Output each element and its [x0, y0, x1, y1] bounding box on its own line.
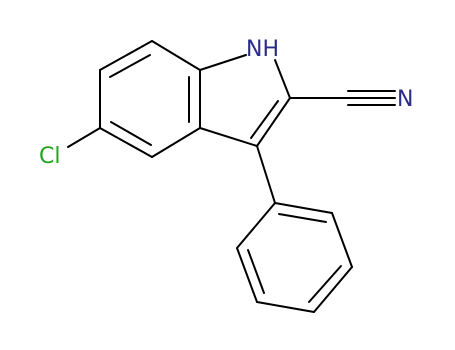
bond-c4-c3a [151, 127, 201, 158]
bond-ph5-ph6 [236, 247, 258, 303]
bond-c7a-c7 [151, 40, 201, 71]
bond-c5-c4-inner [110, 121, 152, 146]
atom-label-nh: NH [246, 37, 279, 62]
bond-n1-c2 [274, 59, 291, 99]
bond-c3-c3a [199, 127, 258, 147]
bond-c5-cl [67, 127, 101, 148]
bond-c3-ph [256, 145, 276, 204]
atom-label-n: N [397, 87, 413, 112]
bond-c5-c4 [99, 127, 153, 158]
bond-ph1-ph2 [274, 202, 333, 214]
atom-label-cl: Cl [39, 144, 60, 169]
bond-c7-c6-inner [109, 54, 151, 78]
bond-ph2-ph3 [331, 212, 353, 268]
bond-c2-c3 [256, 97, 291, 147]
bond-ph3-ph4 [313, 266, 353, 313]
bond-ph1-ph2-inner [278, 213, 327, 223]
atom-labels: NH N Cl [39, 37, 413, 169]
bond-ph6-ph1 [236, 202, 276, 249]
bonds [67, 40, 396, 313]
bond-c7-c6 [99, 40, 153, 71]
bond-c2-c3-inner [250, 100, 279, 139]
bond-ph3-ph4-inner [308, 265, 342, 303]
bond-ph4-ph5 [256, 301, 315, 313]
bond-ph5-ph6-inner [247, 249, 265, 294]
bond-c7a-n1 [199, 54, 247, 71]
